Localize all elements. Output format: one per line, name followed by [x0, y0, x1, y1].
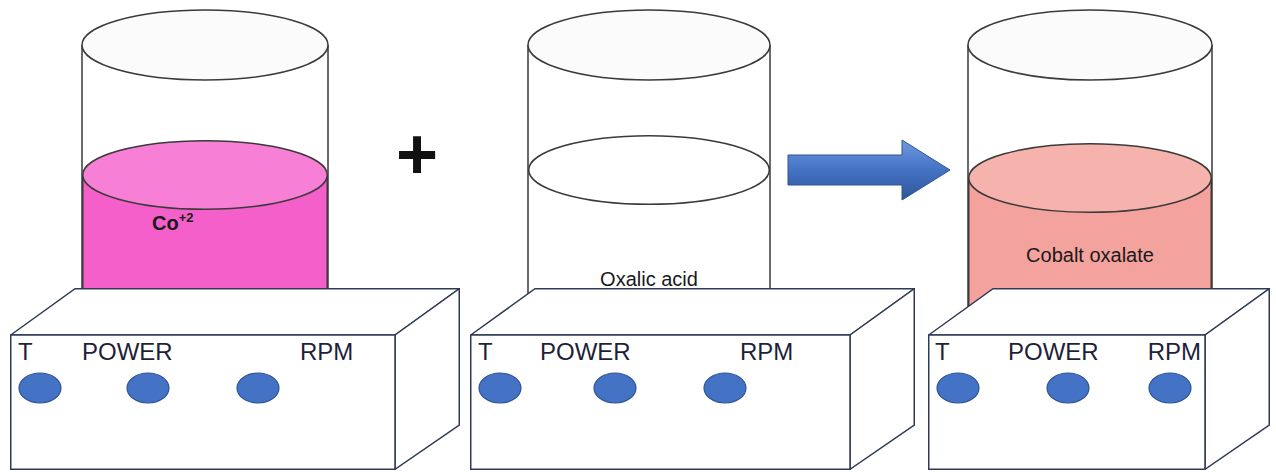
charge-superscript: +2 — [179, 210, 194, 225]
control-knob — [1149, 373, 1191, 403]
reaction-arrow — [788, 140, 950, 200]
control-knob — [937, 373, 979, 403]
control-label: T — [18, 339, 33, 365]
control-knob — [479, 373, 521, 403]
control-label: POWER — [1008, 339, 1099, 365]
ion-label: Co+2 — [152, 206, 194, 235]
control-label: POWER — [540, 339, 631, 365]
plus-sign: + — [396, 118, 438, 190]
control-label: T — [935, 339, 950, 365]
hotplate-stirrer: T POWER RPM — [928, 288, 1270, 470]
control-knob — [1047, 373, 1089, 403]
control-knob — [237, 373, 279, 403]
control-label: T — [478, 339, 493, 365]
control-label: POWER — [82, 339, 173, 365]
control-knob — [127, 373, 169, 403]
solution-label: Oxalic acid — [600, 267, 698, 291]
hotplate-stirrer: T POWER RPM — [470, 288, 915, 470]
hotplate-stirrer: T POWER RPM — [10, 288, 460, 470]
solution-label: Cobalt oxalate — [1026, 243, 1154, 267]
hotplate-body — [928, 288, 1270, 470]
control-knob — [704, 373, 746, 403]
hotplate-body — [10, 288, 460, 470]
hotplate-body — [470, 288, 915, 470]
control-knob — [19, 373, 61, 403]
control-label: RPM — [300, 339, 353, 365]
control-label: RPM — [740, 339, 793, 365]
control-label: RPM — [1148, 339, 1201, 365]
control-knob — [594, 373, 636, 403]
element-symbol: Co — [152, 212, 179, 234]
